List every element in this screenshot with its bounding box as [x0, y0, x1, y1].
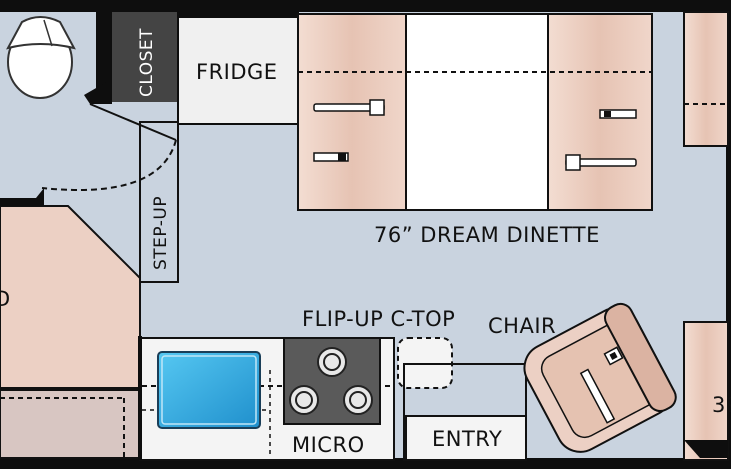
bath-wall [96, 10, 112, 104]
fridge [177, 11, 299, 125]
cabinet-top-right [683, 11, 729, 147]
dinette-table [405, 13, 549, 211]
entry-step [403, 363, 527, 461]
wall-right-edge [726, 0, 731, 469]
seatbelt-icon [313, 152, 349, 162]
bath-wall-angle [84, 80, 112, 104]
seatbelt-icon [565, 154, 637, 171]
closet-label: CLOSET [137, 28, 157, 97]
closet [112, 12, 178, 102]
flip-up-label: FLIP-UP C-TOP [302, 307, 455, 331]
bath-door [41, 103, 177, 191]
entry-label: ENTRY [432, 427, 502, 451]
seatbelt-icon [599, 109, 637, 119]
wall-bottom [0, 458, 731, 469]
sofa [0, 188, 141, 459]
seatbelt-icon [313, 99, 385, 116]
chair-icon [523, 302, 677, 453]
edge-right-label: 39 [712, 393, 731, 417]
cooktop-icon [283, 337, 381, 425]
dinette-label: 76” DREAM DINETTE [374, 223, 600, 247]
dinette-bench-left [297, 13, 407, 211]
fridge-door-edge [178, 12, 298, 18]
step-up-area [139, 121, 179, 283]
wall-top [0, 0, 731, 12]
fridge-label: FRIDGE [196, 60, 278, 84]
sink-icon [157, 351, 261, 429]
step-up-label: STEP-UP [151, 196, 171, 270]
edge-left-label: D [0, 287, 11, 311]
cabinet-bottom-right [683, 321, 729, 461]
toilet-icon [6, 16, 76, 99]
chair-label: CHAIR [488, 314, 556, 338]
dinette [297, 13, 653, 211]
micro-label: MICRO [292, 433, 365, 457]
